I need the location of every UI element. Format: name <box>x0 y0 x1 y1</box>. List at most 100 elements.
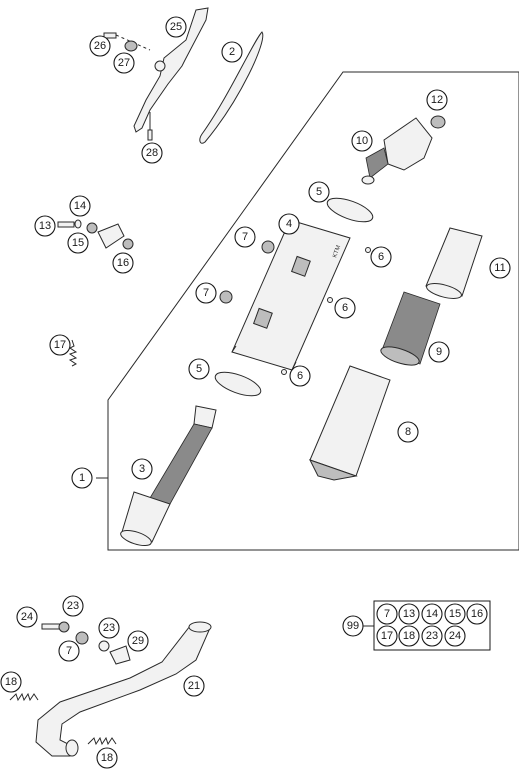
svg-text:17: 17 <box>381 630 393 642</box>
svg-text:7: 7 <box>242 231 248 243</box>
svg-text:18: 18 <box>5 676 17 688</box>
callout-11: 11 <box>489 257 511 279</box>
screw-icon <box>57 221 75 228</box>
callout-6: 6 <box>334 297 356 319</box>
svg-text:14: 14 <box>74 200 86 212</box>
svg-text:17: 17 <box>54 339 66 351</box>
callout-1: 1 <box>71 467 93 489</box>
callout-5: 5 <box>188 358 210 380</box>
callout-25: 25 <box>165 16 187 38</box>
svg-text:16: 16 <box>471 608 483 620</box>
callout-7: 7 <box>234 226 256 248</box>
svg-text:23: 23 <box>426 630 438 642</box>
callout-28: 28 <box>141 142 163 164</box>
end-cap-icon <box>361 117 433 185</box>
callout-10: 10 <box>351 130 373 152</box>
svg-text:1: 1 <box>79 472 85 484</box>
callout-5: 5 <box>308 181 330 203</box>
rubber-washer-icon <box>261 240 275 254</box>
callout-15: 15 <box>67 232 89 254</box>
svg-text:99: 99 <box>347 620 359 632</box>
svg-text:2: 2 <box>229 46 235 58</box>
callout-3: 3 <box>131 458 153 480</box>
callout-27: 27 <box>113 52 135 74</box>
holder-bracket-icon <box>133 7 209 133</box>
spring-icon <box>9 692 39 702</box>
svg-text:14: 14 <box>426 608 438 620</box>
kit-item: 14 <box>421 603 443 625</box>
callout-6: 6 <box>289 365 311 387</box>
callout-8: 8 <box>397 421 419 443</box>
nut-icon <box>86 222 98 234</box>
screw-icon <box>41 623 61 630</box>
kit-item: 17 <box>376 625 398 647</box>
svg-text:26: 26 <box>94 40 106 52</box>
screw-icon <box>365 247 371 253</box>
svg-text:7: 7 <box>66 645 72 657</box>
kit-item: 7 <box>376 603 398 625</box>
svg-text:23: 23 <box>67 600 79 612</box>
kit-item: 18 <box>398 625 420 647</box>
svg-text:5: 5 <box>196 363 202 375</box>
spring-icon <box>68 339 78 367</box>
screw-icon <box>327 297 333 303</box>
kit-item: 15 <box>444 603 466 625</box>
spring-icon <box>87 736 117 746</box>
rubber-washer-icon <box>58 621 70 633</box>
callout-12: 12 <box>426 89 448 111</box>
rubber-washer-icon <box>219 290 233 304</box>
callout-18: 18 <box>96 747 118 769</box>
svg-text:4: 4 <box>286 218 292 230</box>
callout-6: 6 <box>370 246 392 268</box>
svg-text:28: 28 <box>146 147 158 159</box>
callout-23: 23 <box>62 595 84 617</box>
svg-text:29: 29 <box>132 635 144 647</box>
rubber-grommet-icon <box>124 40 138 52</box>
svg-text:25: 25 <box>170 21 182 33</box>
callout-14: 14 <box>69 195 91 217</box>
kit-item: 23 <box>421 625 443 647</box>
washer-icon <box>74 219 82 229</box>
svg-text:6: 6 <box>342 302 348 314</box>
nut-icon <box>98 640 110 652</box>
svg-text:21: 21 <box>188 680 200 692</box>
svg-text:5: 5 <box>316 186 322 198</box>
svg-text:7: 7 <box>384 608 390 620</box>
callout-4: 4 <box>278 213 300 235</box>
svg-text:13: 13 <box>39 220 51 232</box>
screw-icon <box>281 369 287 375</box>
svg-text:12: 12 <box>431 94 443 106</box>
svg-text:6: 6 <box>297 370 303 382</box>
kit-item: 24 <box>444 625 466 647</box>
callout-17: 17 <box>49 334 71 356</box>
svg-text:13: 13 <box>403 608 415 620</box>
svg-text:16: 16 <box>117 257 129 269</box>
perforated-insert-icon <box>380 291 441 366</box>
inlet-pipe-icon <box>120 405 217 547</box>
svg-text:15: 15 <box>449 608 461 620</box>
gasket-ring-icon <box>214 371 262 397</box>
callout-9: 9 <box>428 341 450 363</box>
holder-clamp-icon <box>109 645 131 665</box>
callout-2: 2 <box>221 41 243 63</box>
svg-text:18: 18 <box>101 752 113 764</box>
screw-icon <box>147 129 153 141</box>
svg-text:11: 11 <box>494 262 505 274</box>
svg-text:15: 15 <box>72 237 84 249</box>
callout-16: 16 <box>112 252 134 274</box>
outer-sleeve-icon <box>425 227 483 299</box>
svg-text:7: 7 <box>203 287 209 299</box>
plug-icon <box>430 115 446 129</box>
svg-text:24: 24 <box>449 630 461 642</box>
callout-13: 13 <box>34 215 56 237</box>
clamp-bracket-icon <box>97 223 125 249</box>
callout-29: 29 <box>127 630 149 652</box>
kit-item: 13 <box>398 603 420 625</box>
callout-7: 7 <box>195 282 217 304</box>
svg-text:18: 18 <box>403 630 415 642</box>
gasket-ring-icon <box>326 197 374 223</box>
nut-icon <box>122 238 134 250</box>
svg-text:10: 10 <box>356 135 368 147</box>
callout-21: 21 <box>183 675 205 697</box>
